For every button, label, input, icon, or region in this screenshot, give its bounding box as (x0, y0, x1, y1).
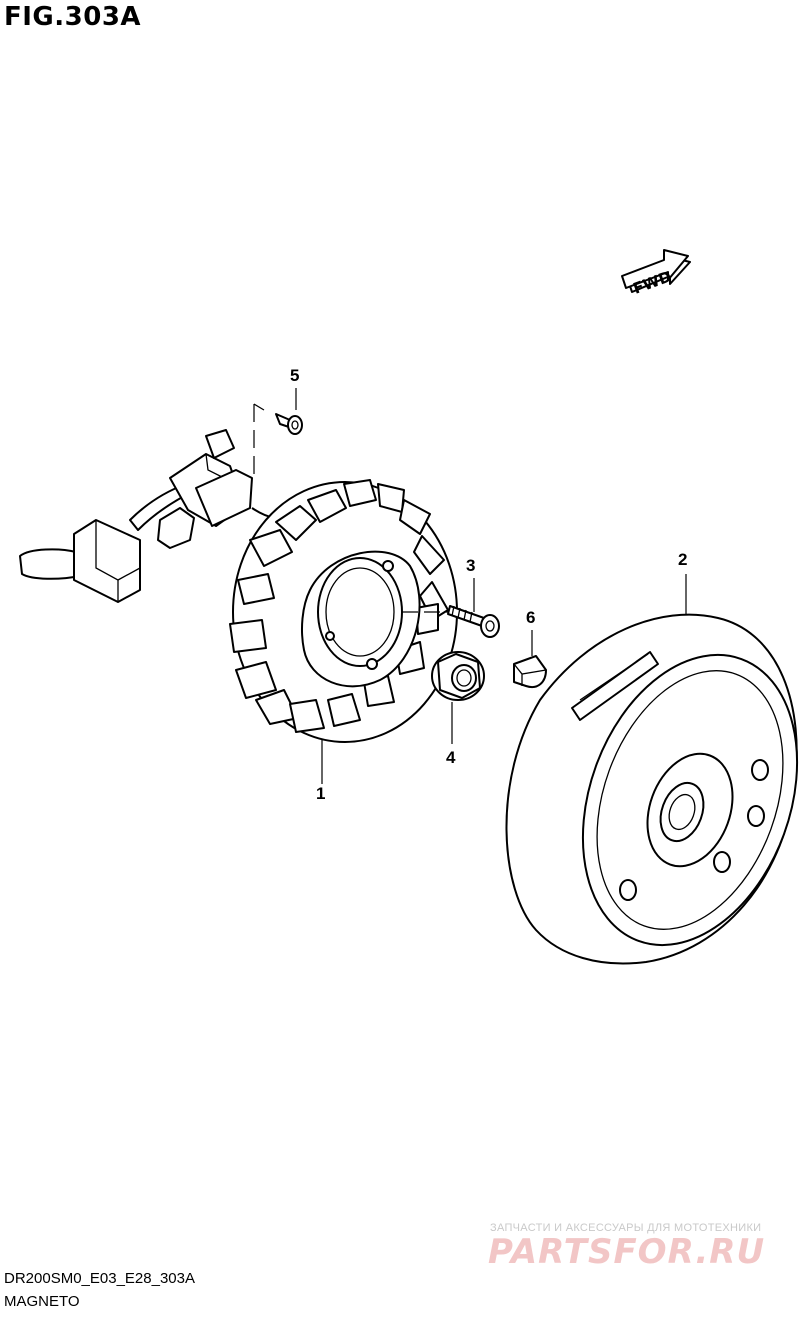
key-part-6 (513, 630, 547, 688)
stator-part-1 (229, 479, 458, 784)
section-name: MAGNETO (4, 1293, 80, 1310)
watermark-tagline: ЗАПЧАСТИ И АКСЕССУАРЫ ДЛЯ МОТОТЕХНИКИ (490, 1222, 762, 1234)
stator-coils (229, 479, 449, 733)
figure-title: FIG.303A (4, 2, 142, 32)
callout-4: 4 (446, 748, 456, 767)
nut-part-4 (431, 651, 485, 744)
callout-5: 5 (290, 366, 300, 385)
callout-2: 2 (678, 550, 688, 569)
callout-6: 6 (526, 608, 536, 627)
screw-part-5 (253, 388, 303, 480)
callout-3: 3 (466, 556, 476, 575)
callout-1: 1 (316, 784, 326, 803)
flywheel-rotor-part-2 (505, 574, 799, 965)
stator-wire-harness (19, 429, 301, 603)
bolt-part-3 (402, 578, 500, 638)
fwd-arrow-icon: FWD (621, 249, 691, 298)
watermark-logo: PARTSFOR.RU (488, 1232, 766, 1272)
diagram-code: DR200SM0_E03_E28_303A (4, 1270, 195, 1287)
